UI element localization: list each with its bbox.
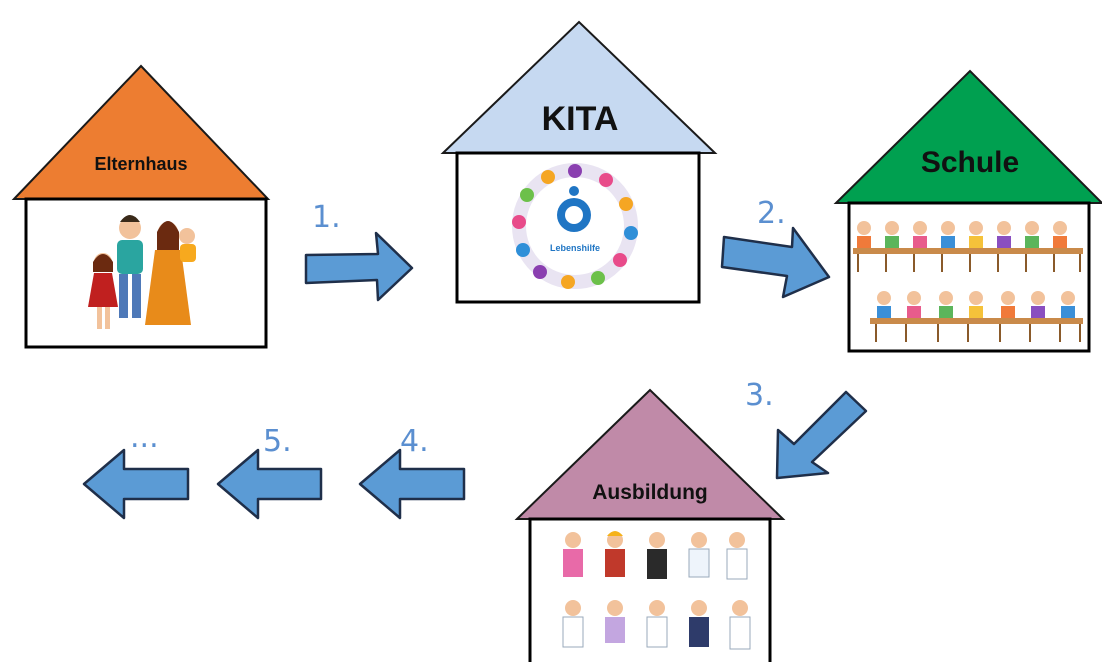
step-4-label: 4. — [400, 424, 429, 459]
house-elternhaus: Elternhaus — [0, 0, 290, 360]
label-elternhaus: Elternhaus — [94, 154, 188, 174]
step-1-label: 1. — [312, 200, 341, 235]
step-2-label: 2. — [757, 196, 786, 231]
house-schule-graphic — [833, 69, 1102, 353]
label-ausbildung: Ausbildung — [592, 481, 708, 504]
step-3-label: 3. — [745, 378, 774, 413]
family-illustration — [88, 215, 196, 329]
children-ring-graphic — [512, 163, 638, 289]
classroom-illustration — [853, 221, 1083, 342]
house-elternhaus-graphic — [11, 64, 271, 349]
roof-schule — [833, 69, 1102, 204]
logo-text: Lebenshilfe — [549, 243, 600, 253]
step-more-label: ... — [130, 420, 159, 455]
lebenshilfe-logo-icon — [557, 186, 591, 232]
label-kita: KITA — [541, 100, 619, 138]
professions-illustration — [562, 531, 751, 650]
label-schule: Schule — [920, 146, 1020, 179]
house-ausbildung-graphic — [514, 388, 786, 662]
step-5-label: 5. — [263, 424, 292, 459]
house-kita-graphic — [440, 20, 718, 304]
